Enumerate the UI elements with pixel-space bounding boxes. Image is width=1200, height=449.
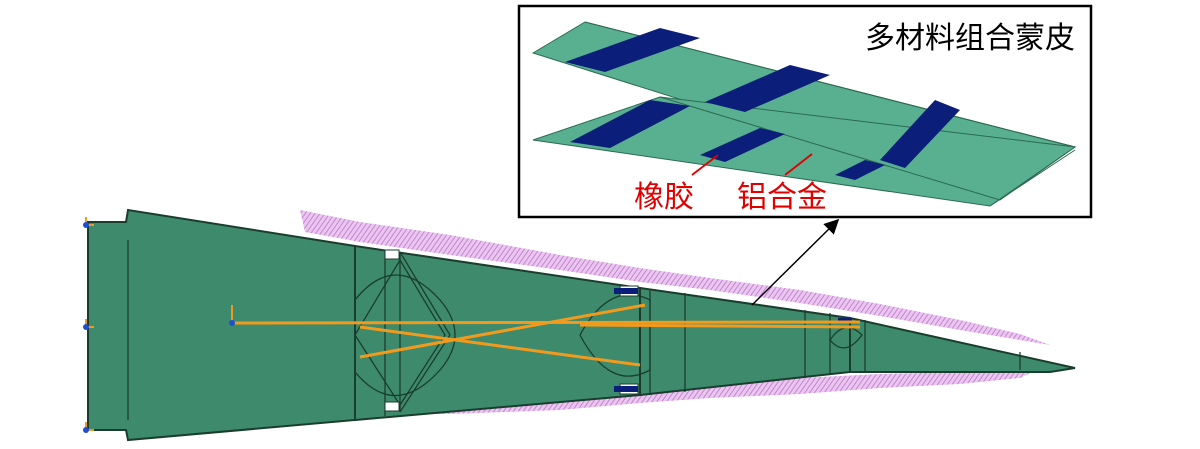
callout-arrow-icon [751,218,840,306]
inset-multi-material-skin: 多材料组合蒙皮 橡胶 铝合金 [517,4,1093,219]
boundary-support-icon [83,217,94,433]
rubber-label: 橡胶 [634,180,694,215]
coordinate-axis-icon [229,305,242,326]
actuation-cables [232,303,861,367]
rubber-band [835,160,885,180]
inset-title: 多材料组合蒙皮 [865,21,1075,56]
rubber-band [700,128,785,162]
rubber-band [705,65,830,112]
alloy-label: 铝合金 [737,180,827,215]
wing-structure [87,208,1076,442]
rubber-band [570,100,690,148]
rubber-band [565,28,700,72]
tip-panel [849,316,1076,373]
rubber-band [880,100,960,168]
